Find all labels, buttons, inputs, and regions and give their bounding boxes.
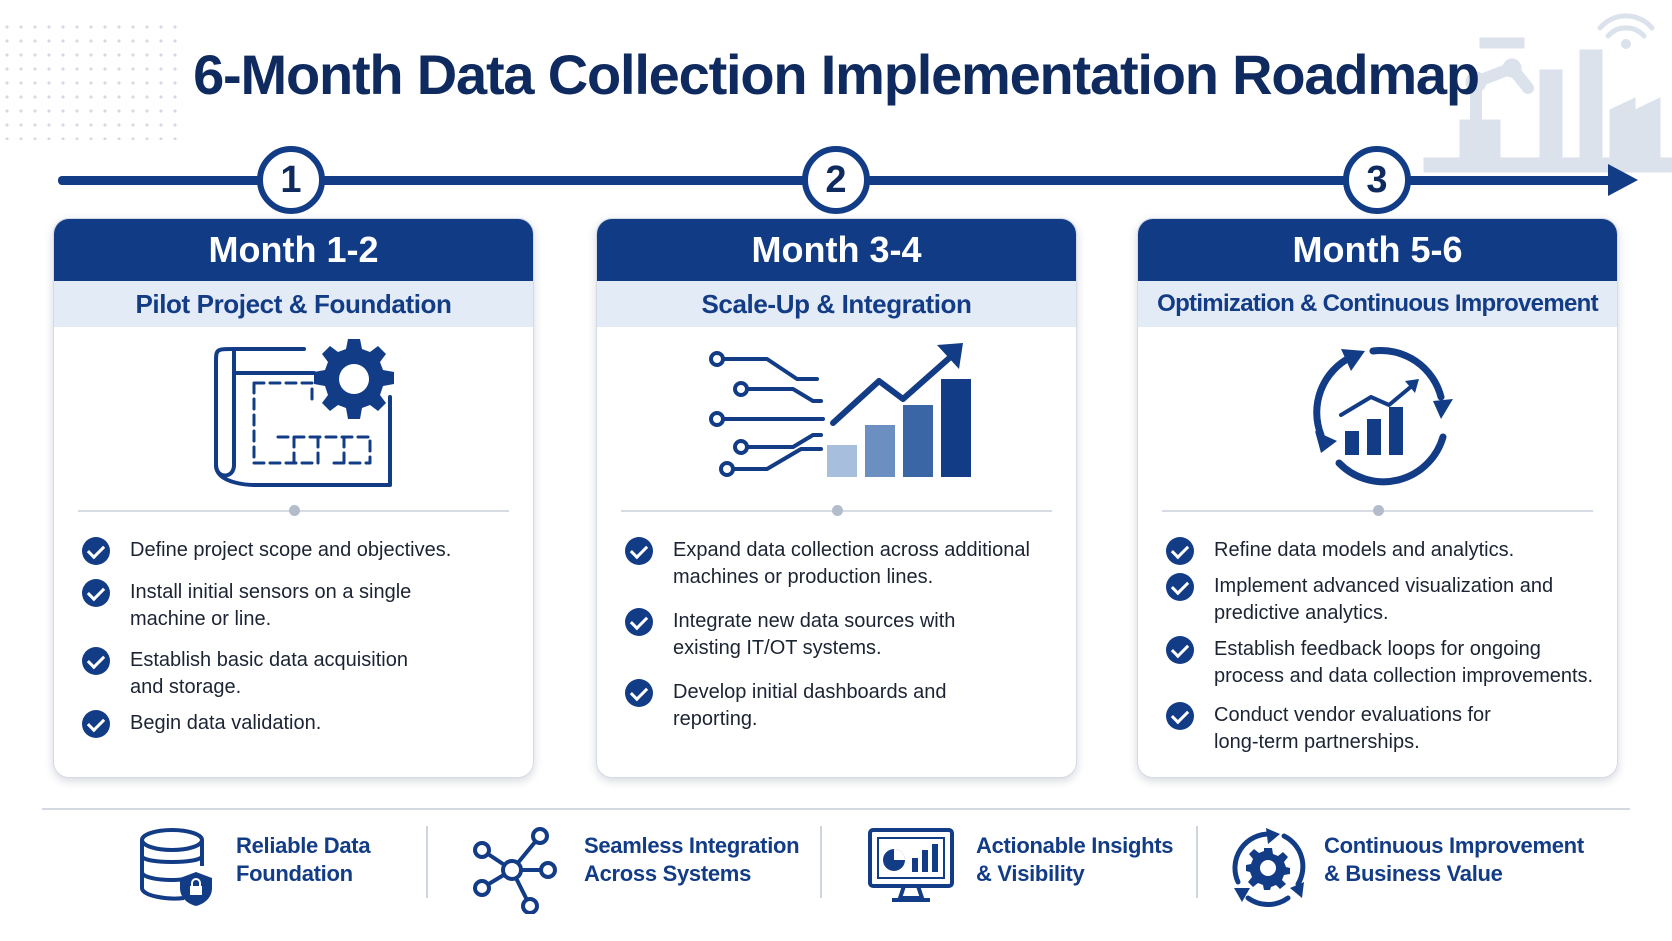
list-item: Establish basic data acquisition and sto… [82,647,519,701]
phase-subtitle: Optimization & Continuous Improvement [1138,281,1617,327]
check-icon [625,537,653,565]
step-marker-1: 1 [257,146,325,214]
step-marker-2: 2 [802,146,870,214]
check-icon [82,647,110,675]
check-icon [625,679,653,707]
feature-separator [426,826,428,898]
gear-cycle-icon [1232,828,1306,907]
feature-separator [1196,826,1198,898]
cycle-chart-icon [1312,347,1453,486]
feature-actionable-insights: Actionable Insights & Visibility [866,822,1186,918]
list-item: Develop initial dashboards and reporting… [625,679,1062,733]
feature-title-line2: Foundation [236,861,353,886]
dot-pattern-decoration [0,20,180,140]
check-icon [1166,636,1194,664]
phase-period: Month 3-4 [597,219,1076,281]
timeline-arrow-icon [1608,164,1638,196]
check-icon [82,579,110,607]
list-item: Integrate new data sources with existing… [625,608,1062,662]
feature-title-line1: Continuous Improvement [1324,833,1584,858]
list-item: Establish feedback loops for ongoing pro… [1166,636,1603,690]
list-item: Begin data validation. [82,710,519,738]
feature-separator [820,826,822,898]
card-divider-dot [1372,505,1384,516]
phase-subtitle: Scale-Up & Integration [597,281,1076,327]
feature-title-line1: Actionable Insights [976,833,1174,858]
phase-task-list: Expand data collection across additional… [625,537,1062,733]
database-lock-icon [140,828,212,906]
card-divider-dot [831,505,843,516]
phase-task-list: Refine data models and analytics. Implem… [1166,537,1603,756]
check-icon [1166,573,1194,601]
list-item: Refine data models and analytics. [1166,537,1603,565]
circuit-growth-chart-icon [708,343,971,477]
page-title: 6-Month Data Collection Implementation R… [193,43,1480,106]
feature-title-line1: Reliable Data [236,833,371,858]
feature-title-line2: & Business Value [1324,861,1503,886]
feature-seamless-integration: Seamless Integration Across Systems [468,822,800,918]
feature-title-line2: Across Systems [584,861,752,886]
phase-card-3: Month 5-6 Optimization & Continuous Impr… [1137,218,1618,778]
list-item: Conduct vendor evaluations for long-term… [1166,702,1603,756]
card-divider-dot [288,505,300,516]
list-item: Expand data collection across additional… [625,537,1062,591]
bottom-divider [42,808,1630,810]
feature-title-line2: & Visibility [976,861,1085,886]
check-icon [625,608,653,636]
list-item: Define project scope and objectives. [82,537,519,565]
phase-subtitle: Pilot Project & Foundation [54,281,533,327]
check-icon [1166,702,1194,730]
check-icon [82,537,110,565]
phase-period: Month 1-2 [54,219,533,281]
monitor-dashboard-icon [868,828,954,902]
phase-card-1: Month 1-2 Pilot Project & Foundation Def… [53,218,534,778]
blueprint-gear-icon [213,339,394,487]
phase-period: Month 5-6 [1138,219,1617,281]
check-icon [1166,537,1194,565]
feature-title-line1: Seamless Integration [584,833,800,858]
list-item: Implement advanced visualization and pre… [1166,573,1603,627]
phase-task-list: Define project scope and objectives. Ins… [82,537,519,738]
list-item: Install initial sensors on a single mach… [82,579,519,633]
feature-continuous-improvement: Continuous Improvement & Business Value [1226,822,1584,918]
check-icon [82,710,110,738]
factory-robot-icon [1423,13,1672,173]
network-nodes-icon [473,827,557,914]
feature-reliable-data: Reliable Data Foundation [138,822,408,918]
step-marker-3: 3 [1343,146,1411,214]
phase-card-2: Month 3-4 Scale-Up & Integration Expand … [596,218,1077,778]
